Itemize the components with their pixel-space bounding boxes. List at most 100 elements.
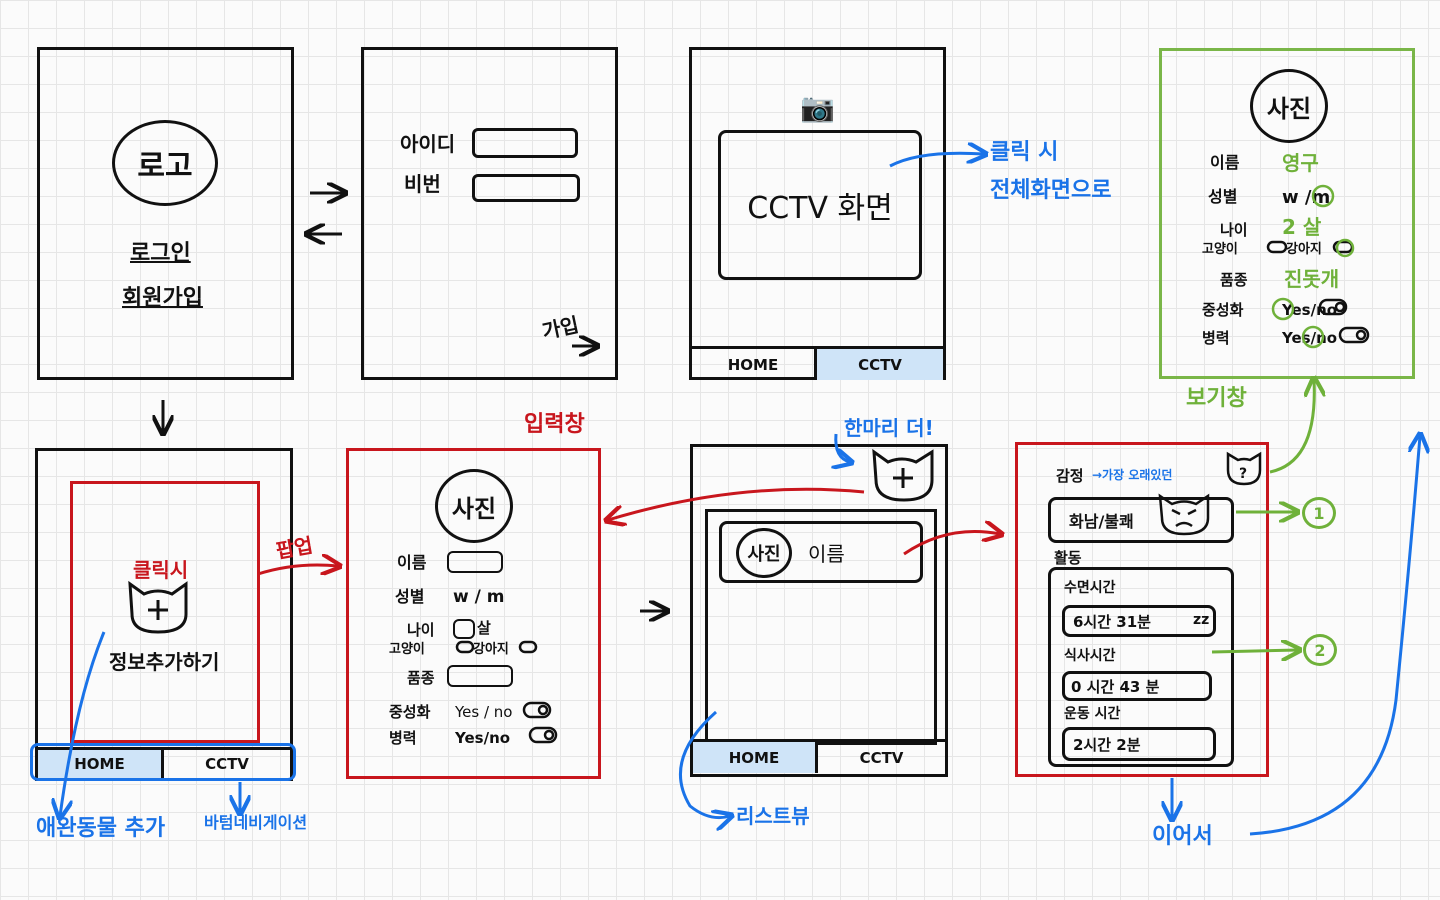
password-label: 비번: [404, 172, 441, 196]
if-age-label: 나이: [407, 621, 435, 639]
tab-home[interactable]: HOME: [693, 739, 818, 773]
cctv-screen: 📷 CCTV 화면 HOME CCTV: [689, 47, 946, 380]
annotation-bottom-nav: 바텀네비게이션: [204, 813, 308, 832]
activity-label: 활동: [1054, 549, 1082, 567]
marker-1: 1: [1302, 497, 1336, 529]
if-age-input[interactable]: [453, 619, 475, 639]
sleep-label: 수면시간: [1064, 580, 1116, 596]
annotation-fullscreen: 전체화면으로: [990, 178, 1112, 203]
cctv-view[interactable]: CCTV 화면: [718, 130, 922, 280]
if-name-input[interactable]: [447, 551, 503, 573]
tab-home-label: HOME: [727, 355, 779, 374]
annotation-click: 클릭 시: [990, 140, 1059, 165]
pv-name-label: 이름: [1210, 153, 1240, 172]
list-item-name: 이름: [808, 542, 845, 566]
if-disease-value[interactable]: Yes/no: [455, 729, 511, 747]
if-age-unit: 살: [477, 619, 491, 637]
meal-value: 0 시간 43 분: [1071, 678, 1160, 696]
sleep-value: 6시간 31분: [1073, 613, 1151, 631]
list-item-photo: 사진: [736, 528, 792, 578]
pv-neuter-value: Yes/no: [1282, 301, 1338, 319]
tab-cctv[interactable]: CCTV: [164, 747, 290, 778]
profile-view-screen: 사진 이름 영구 성별 w /m 나이 2 살 고양이 강아지 품종 진돗개 중…: [1159, 48, 1415, 379]
add-info-card[interactable]: 클릭시 정보추가하기: [70, 481, 260, 743]
pv-disease-value: Yes/no: [1282, 329, 1338, 347]
id-label: 아이디: [400, 132, 456, 156]
logo-circle: 로고: [112, 120, 218, 206]
join-button[interactable]: 가입: [539, 312, 581, 344]
list-screen: 사진 이름 HOME CCTV: [690, 444, 948, 777]
annotation-one-more: 한마리 더!: [844, 416, 934, 440]
pv-age-label: 나이: [1220, 221, 1248, 239]
tab-home[interactable]: HOME: [692, 346, 817, 380]
emotion-label: 감정: [1056, 467, 1084, 485]
input-photo[interactable]: 사진: [435, 469, 513, 543]
pv-name-value: 영구: [1282, 151, 1319, 175]
detail-screen: 감정 →가장 오래있던 화남/불쾌 활동 수면시간 6시간 31분 zz 식사시…: [1015, 442, 1269, 777]
logo-text: 로고: [137, 149, 193, 184]
logo-screen: 로고 로그인 회원가입: [37, 47, 294, 380]
tab-cctv-label: CCTV: [858, 355, 902, 374]
emotion-note: →가장 오래있던: [1092, 468, 1173, 482]
arrow-to-view: [1269, 380, 1314, 474]
exercise-value: 2시간 2분: [1073, 736, 1141, 754]
pv-age-value: 2 살: [1282, 215, 1322, 239]
annotation-list-view: 리스트뷰: [736, 804, 810, 828]
if-gender-label: 성별: [395, 587, 425, 606]
sleep-extra: zz: [1193, 612, 1210, 628]
if-gender-value[interactable]: w / m: [453, 587, 505, 607]
meal-row[interactable]: 0 시간 43 분: [1062, 671, 1212, 701]
home-add-screen: 클릭시 정보추가하기 HOME CCTV: [35, 448, 293, 781]
annotation-view-window: 보기창: [1186, 386, 1247, 411]
annotation-input-window: 입력창: [524, 412, 585, 437]
click-label: 클릭시: [133, 558, 189, 582]
pv-type-dog: 강아지: [1286, 242, 1322, 257]
login-form-screen: 아이디 비번 가입: [361, 47, 618, 380]
pv-gender-label: 성별: [1208, 187, 1238, 206]
if-neuter-label: 중성화: [389, 703, 431, 721]
profile-photo: 사진: [1250, 69, 1328, 143]
if-breed-label: 품종: [407, 669, 435, 687]
id-input[interactable]: [472, 128, 578, 158]
marker-1-label: 1: [1313, 503, 1325, 523]
pv-disease-label: 병력: [1202, 329, 1230, 347]
tab-cctv-label: CCTV: [205, 755, 249, 773]
profile-photo-label: 사진: [1266, 94, 1312, 123]
pv-breed-value: 진돗개: [1284, 267, 1340, 291]
password-input[interactable]: [472, 174, 580, 202]
login-link[interactable]: 로그인: [130, 241, 191, 266]
arrow-continue-up: [1249, 436, 1420, 836]
exercise-row[interactable]: 2시간 2분: [1062, 727, 1216, 761]
add-info-label: 정보추가하기: [109, 650, 220, 674]
marker-2-label: 2: [1314, 640, 1326, 660]
if-type-dog[interactable]: 강아지: [473, 642, 509, 657]
meal-label: 식사시간: [1064, 648, 1116, 664]
tab-cctv[interactable]: CCTV: [817, 346, 943, 380]
emotion-card[interactable]: 화남/불쾌: [1048, 497, 1234, 543]
if-neuter-value[interactable]: Yes / no: [455, 703, 513, 721]
pv-breed-label: 품종: [1220, 271, 1248, 289]
camera-icon: 📷: [800, 91, 835, 124]
annotation-continue: 이어서: [1152, 824, 1213, 849]
if-disease-label: 병력: [389, 729, 417, 747]
pv-neuter-label: 중성화: [1202, 301, 1244, 319]
tab-home-label: HOME: [728, 748, 780, 767]
exercise-label: 운동 시간: [1064, 706, 1121, 722]
tab-cctv[interactable]: CCTV: [818, 739, 945, 773]
marker-2: 2: [1303, 634, 1337, 666]
input-photo-label: 사진: [451, 494, 497, 523]
if-type-cat[interactable]: 고양이: [389, 642, 425, 657]
if-name-label: 이름: [397, 553, 427, 572]
activity-card: [1048, 567, 1234, 767]
input-form-screen: 사진 이름 성별 w / m 나이 살 고양이 강아지 품종 중성화 Yes /…: [346, 448, 601, 779]
list-item[interactable]: 사진 이름: [719, 521, 923, 583]
bottom-nav-highlight: [30, 743, 296, 781]
annotation-add-pet: 애완동물 추가: [36, 816, 166, 841]
annotation-popup: 팝업: [274, 532, 315, 564]
cctv-view-label: CCTV 화면: [747, 191, 893, 226]
sleep-row[interactable]: 6시간 31분 zz: [1062, 605, 1216, 637]
signup-link[interactable]: 회원가입: [122, 286, 203, 311]
pv-type-cat: 고양이: [1202, 242, 1238, 257]
if-breed-input[interactable]: [447, 665, 513, 687]
list-item-photo-label: 사진: [747, 544, 781, 565]
